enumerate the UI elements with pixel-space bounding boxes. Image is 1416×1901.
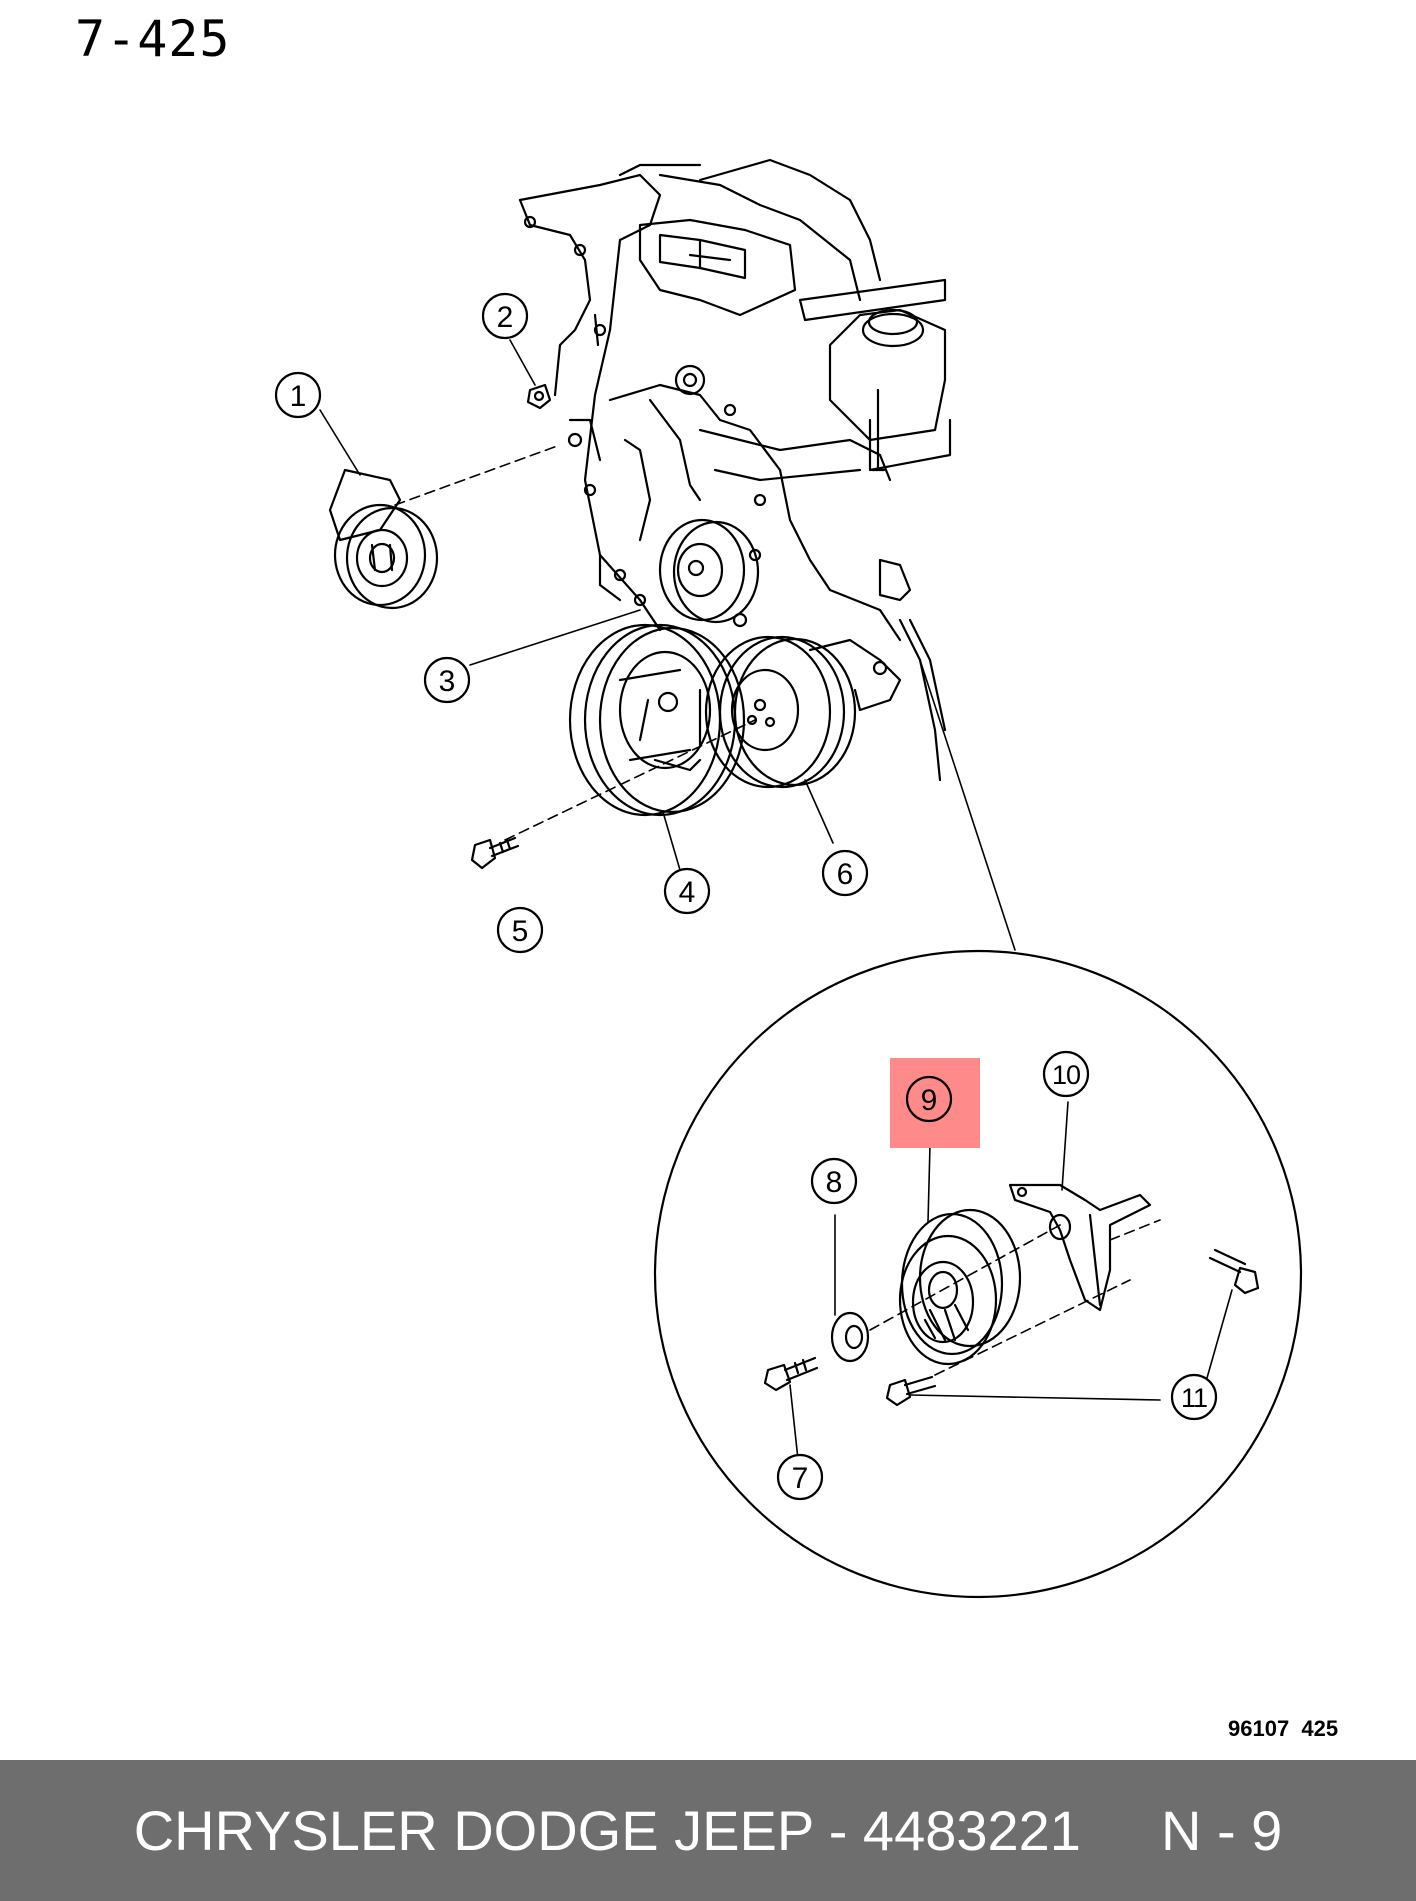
callout-9: 9 <box>905 1075 953 1123</box>
callout-8-label: 8 <box>826 1166 843 1199</box>
callout-5-label: 5 <box>512 915 529 948</box>
callout-6-label: 6 <box>837 858 854 891</box>
highlight-box <box>890 1058 980 1148</box>
pulley-6-drawing <box>704 635 902 789</box>
callout-6: 6 <box>821 849 869 897</box>
exploded-parts-diagram: 1 2 3 4 5 6 7 8 9 10 11 <box>274 158 1303 1599</box>
figure-code: 96107 425 <box>1228 1716 1339 1741</box>
bolt-11a-drawing <box>885 1375 937 1407</box>
callout-5: 5 <box>496 906 544 954</box>
footer-bar: CHRYSLER DODGE JEEP - 4483221 N - 9 <box>0 1760 1416 1901</box>
leader-lines <box>319 339 1016 951</box>
detail-view-circle <box>653 949 1303 1599</box>
part-label: CHRYSLER DODGE JEEP - 4483221 <box>133 1799 1081 1862</box>
callout-9-label: 9 <box>921 1084 938 1117</box>
callout-2-label: 2 <box>497 301 514 334</box>
callout-10: 10 <box>1042 1050 1090 1098</box>
bolt-7-drawing <box>763 1356 819 1392</box>
callout-2: 2 <box>481 292 529 340</box>
callout-1-label: 1 <box>290 380 307 413</box>
callout-10-label: 10 <box>1052 1060 1080 1090</box>
callout-3: 3 <box>423 656 471 704</box>
callout-3-label: 3 <box>439 665 456 698</box>
callout-8: 8 <box>810 1157 858 1205</box>
callout-7-label: 7 <box>792 1462 809 1495</box>
callout-1: 1 <box>274 371 322 419</box>
crankshaft-damper-drawing <box>568 623 746 817</box>
bracket-drawing <box>1008 1183 1152 1312</box>
callout-11-label: 11 <box>1181 1383 1207 1413</box>
engine-block-drawing <box>518 158 952 782</box>
callout-7: 7 <box>776 1453 824 1501</box>
belt-tensioner-drawing <box>328 468 439 610</box>
idler-pulley-drawing <box>898 1208 1022 1366</box>
detail-leader-lines <box>789 1101 1233 1479</box>
callout-reference: N - 9 <box>1160 1799 1283 1862</box>
bolt-5-drawing <box>470 836 520 870</box>
callout-11: 11 <box>1170 1373 1218 1421</box>
spacer-drawing <box>830 1311 870 1363</box>
callout-4-label: 4 <box>679 876 696 909</box>
page-number: 7-425 <box>75 10 231 68</box>
bolt-2-drawing <box>526 383 552 410</box>
bolt-11b-drawing <box>1208 1248 1260 1295</box>
callout-4: 4 <box>663 867 711 915</box>
